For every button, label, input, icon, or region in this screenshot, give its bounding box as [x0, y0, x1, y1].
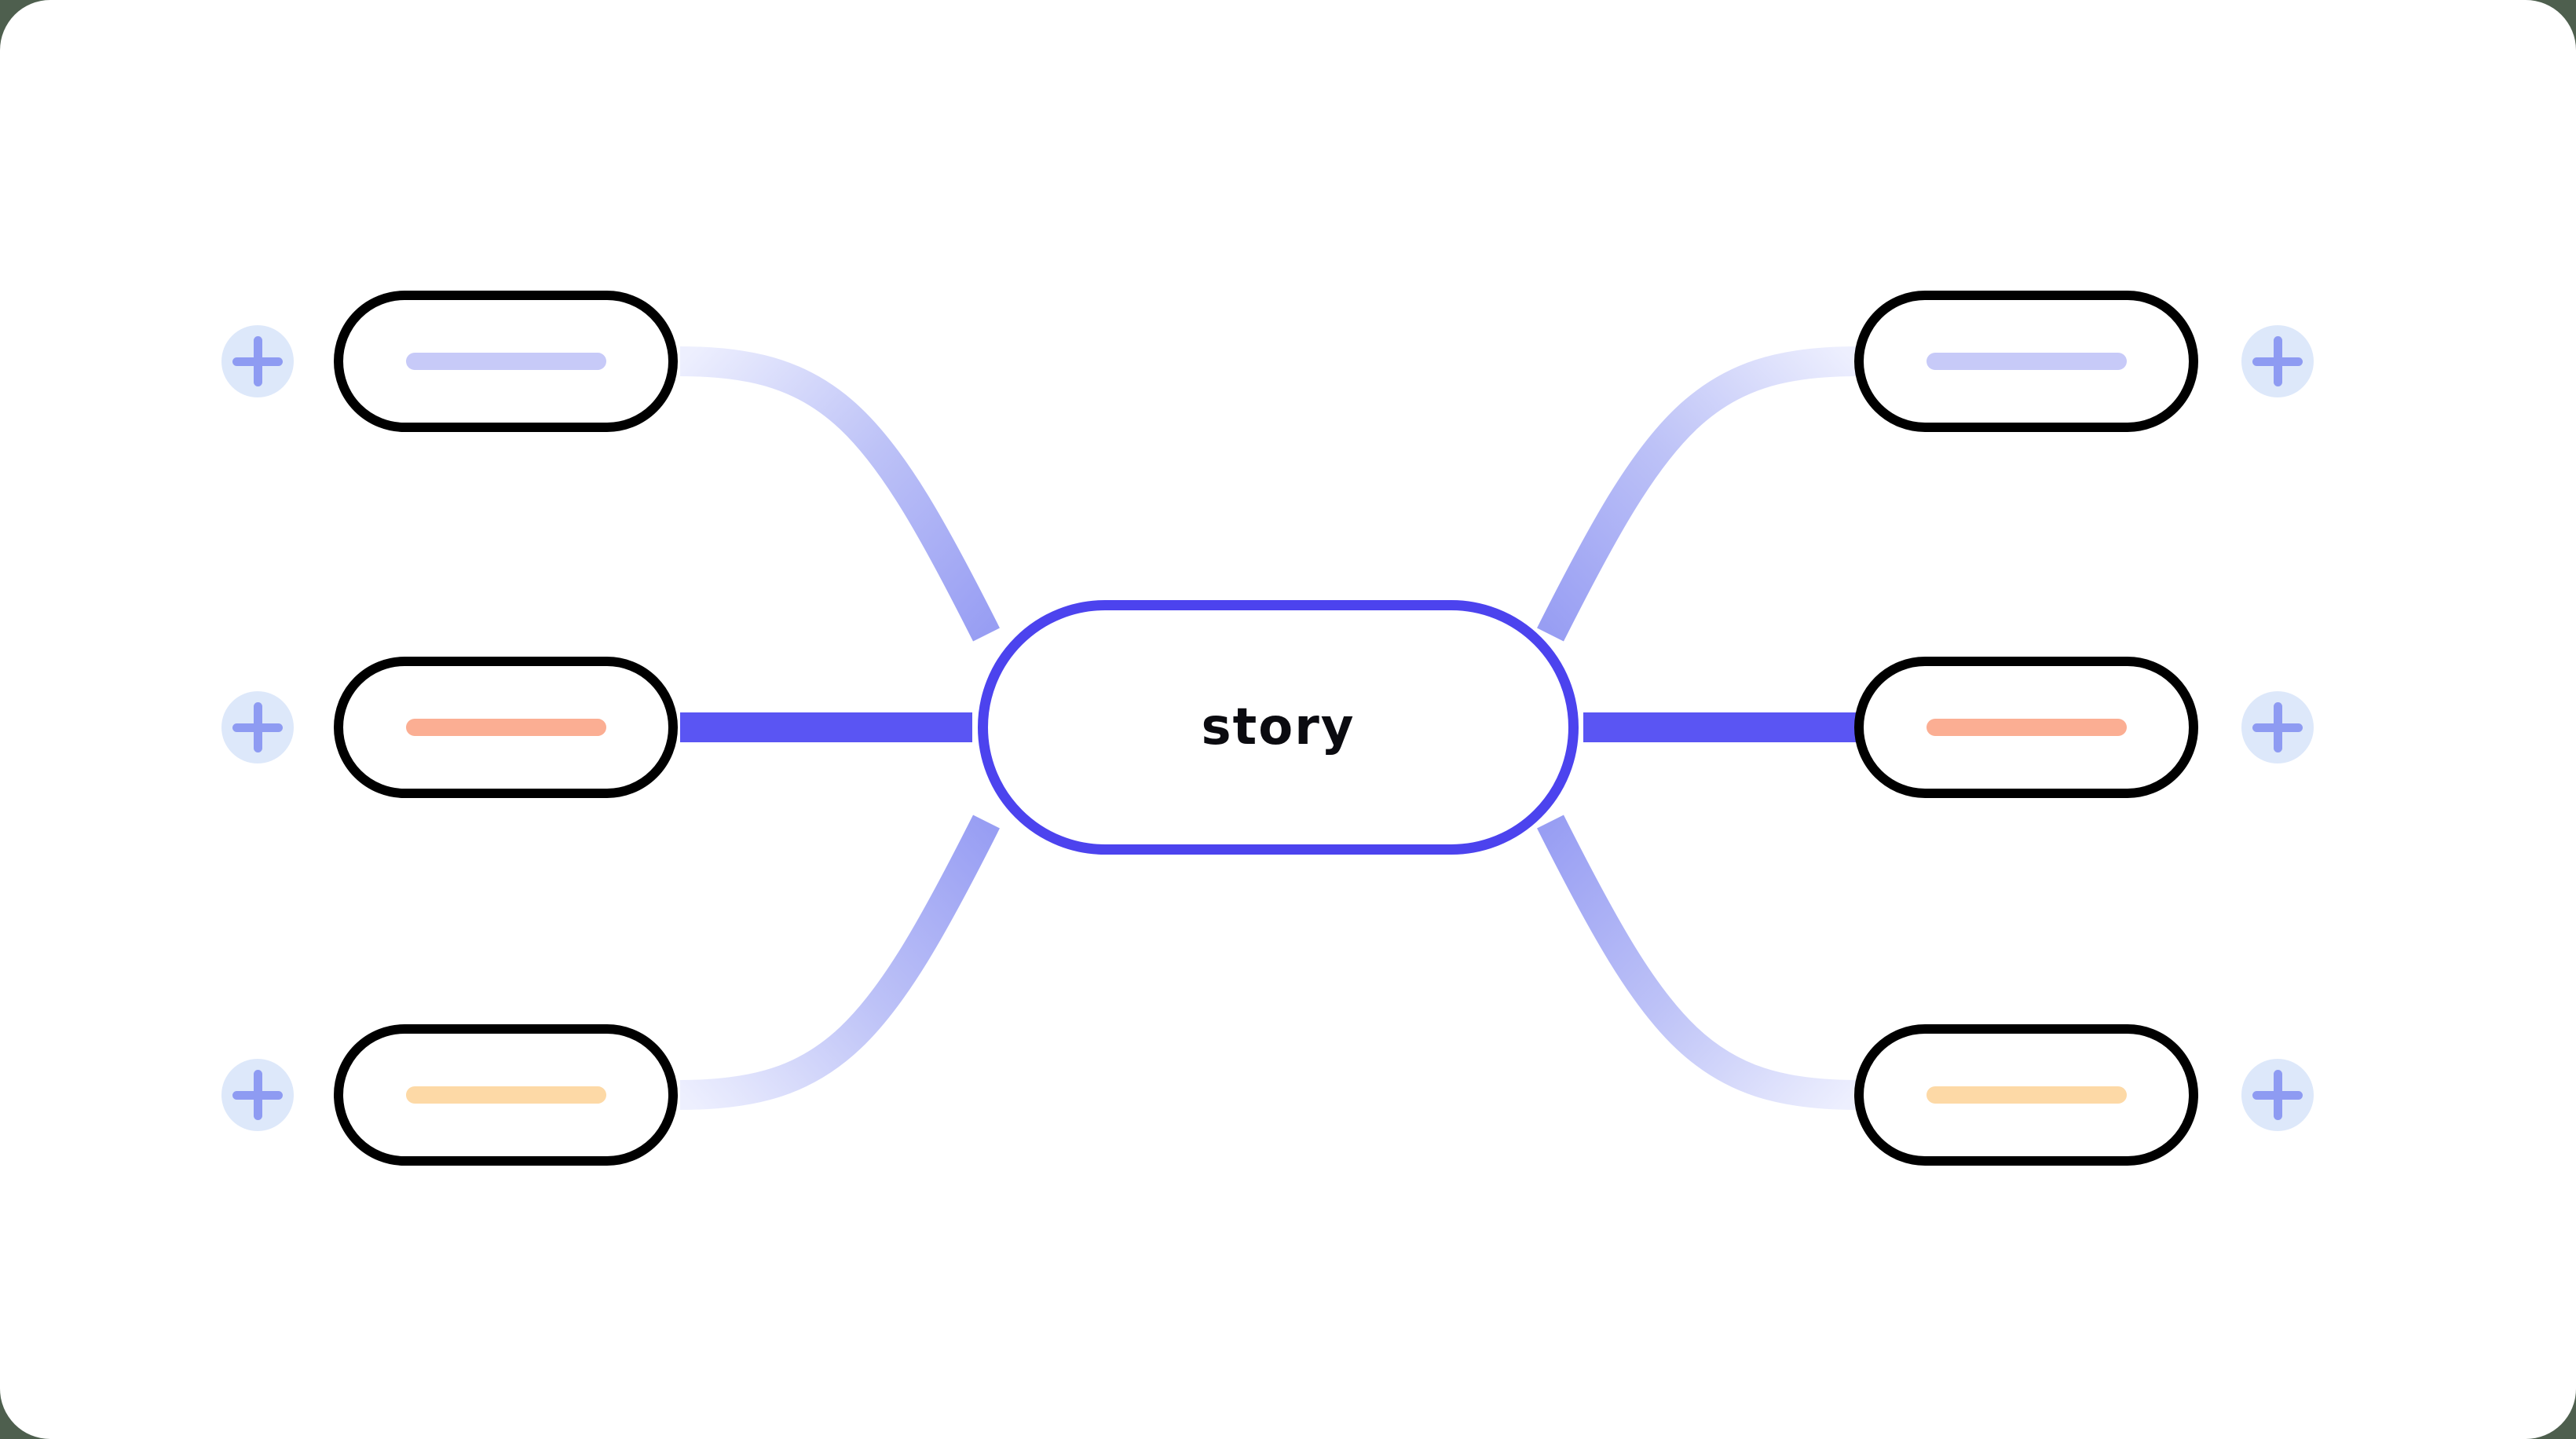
central-node[interactable]: story — [978, 600, 1579, 855]
child-node-left-bottom[interactable] — [334, 1024, 678, 1166]
plus-icon — [253, 702, 262, 752]
connector-right-bottom — [1537, 815, 1857, 1110]
plus-icon — [2273, 1070, 2282, 1120]
plus-icon — [253, 336, 262, 386]
connector-left-top — [679, 346, 1000, 642]
child-node-right-middle[interactable] — [1854, 657, 2198, 798]
central-node-label: story — [1201, 698, 1356, 756]
add-node-button-left-middle[interactable] — [221, 691, 294, 763]
child-node-left-middle[interactable] — [334, 657, 678, 798]
child-node-left-top[interactable] — [334, 291, 678, 432]
placeholder-bar — [1926, 1086, 2127, 1104]
placeholder-bar — [1926, 719, 2127, 736]
connector-right-top — [1537, 346, 1857, 642]
plus-icon — [2273, 336, 2282, 386]
placeholder-bar — [405, 353, 606, 370]
add-node-button-left-top[interactable] — [221, 325, 294, 397]
child-node-right-bottom[interactable] — [1854, 1024, 2198, 1166]
placeholder-bar — [1926, 353, 2127, 370]
add-node-button-right-middle[interactable] — [2241, 691, 2314, 763]
add-node-button-right-bottom[interactable] — [2241, 1059, 2314, 1131]
placeholder-bar — [405, 719, 606, 736]
plus-icon — [253, 1070, 262, 1120]
placeholder-bar — [405, 1086, 606, 1104]
child-node-right-top[interactable] — [1854, 291, 2198, 432]
add-node-button-left-bottom[interactable] — [221, 1059, 294, 1131]
connector-left-bottom — [679, 815, 1000, 1110]
add-node-button-right-top[interactable] — [2241, 325, 2314, 397]
plus-icon — [2273, 702, 2282, 752]
